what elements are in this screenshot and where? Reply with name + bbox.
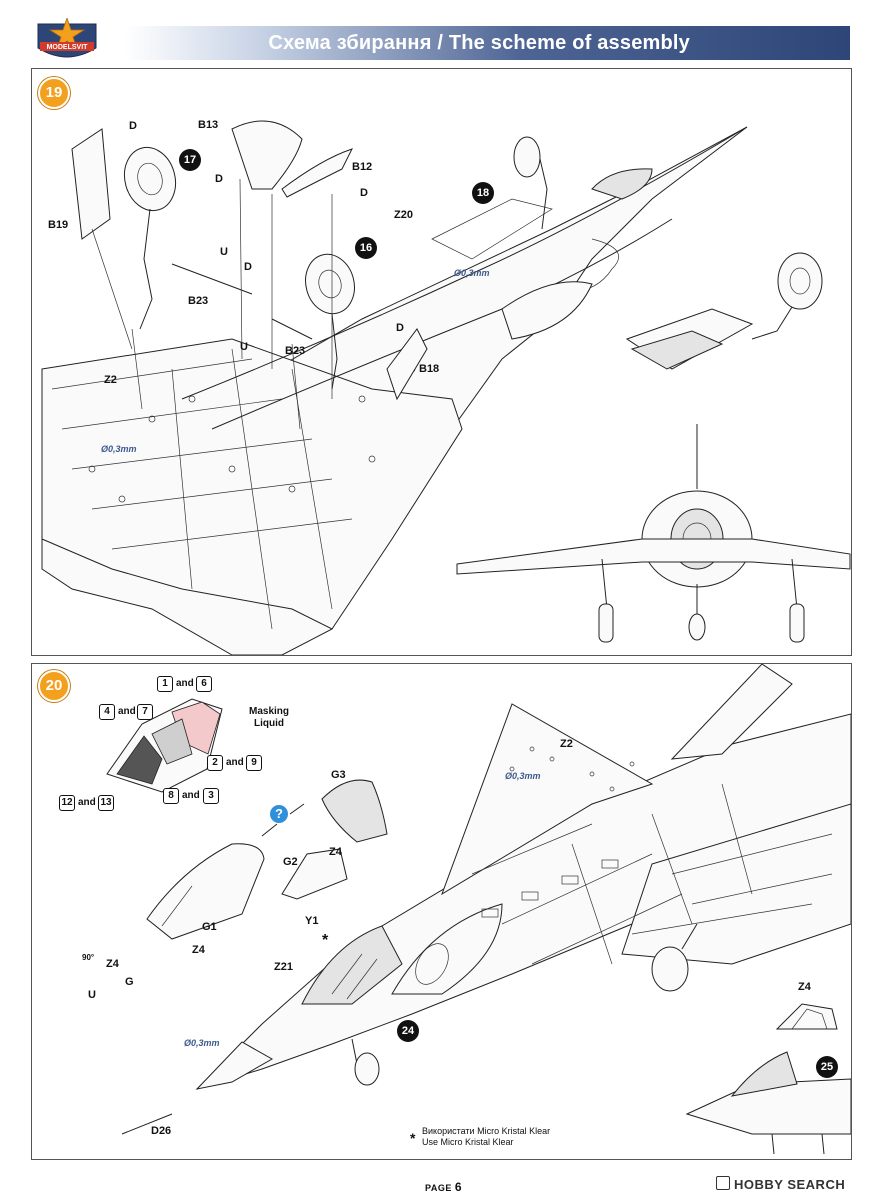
ref-step-24: 24: [397, 1020, 419, 1042]
title-bar: Схема збирання / The scheme of assembly: [125, 26, 850, 60]
question-icon: ?: [270, 805, 288, 823]
paint-code: 6: [196, 676, 212, 692]
watermark-text: HOBBY SEARCH: [734, 1177, 846, 1192]
label-u-2: U: [240, 341, 248, 353]
ref-step-17: 17: [179, 149, 201, 171]
masking-liquid-label: Masking Liquid: [249, 706, 289, 730]
label-z4: Z4: [106, 958, 119, 970]
label-z2: Z2: [104, 374, 117, 386]
label-g: G: [125, 976, 134, 988]
dimension-label: Ø0,3mm: [101, 444, 137, 454]
label-z2: Z2: [560, 738, 573, 750]
and-text: and: [78, 797, 96, 808]
note-star: *: [410, 1130, 416, 1146]
label-b23-b: B23: [285, 345, 306, 357]
label-b13: B13: [198, 119, 219, 131]
label-b12: B12: [352, 161, 373, 173]
paint-code: 12: [59, 795, 75, 811]
dimension-label: Ø0,3mm: [505, 771, 541, 781]
and-text: and: [226, 757, 244, 768]
label-d-1: D: [129, 120, 137, 132]
note-line-en: Use Micro Kristal Klear: [422, 1137, 514, 1147]
label-u: U: [88, 989, 96, 1001]
dimension-label: Ø0,3mm: [454, 268, 490, 278]
label-g1: G1: [202, 921, 217, 933]
paint-code: 1: [157, 676, 173, 692]
label-u-1: U: [220, 246, 228, 258]
page-number-value: 6: [454, 1180, 463, 1194]
hobby-search-icon: [716, 1176, 730, 1190]
label-d-4: D: [244, 261, 252, 273]
label-z21: Z21: [274, 961, 293, 973]
label-g2: G2: [283, 856, 298, 868]
label-b18: B18: [419, 363, 440, 375]
step-20-panel: 20: [31, 663, 852, 1160]
page-title: Схема збирання / The scheme of assembly: [268, 32, 690, 54]
label-d-2: D: [215, 173, 223, 185]
label-d-5: D: [396, 322, 404, 334]
label-b19: B19: [48, 219, 69, 231]
label-z20: Z20: [394, 209, 413, 221]
paint-code: 7: [137, 704, 153, 720]
paint-code: 13: [98, 795, 114, 811]
ref-step-16: 16: [355, 237, 377, 259]
step-number-badge: 19: [38, 77, 70, 109]
hobby-search-watermark: HOBBY SEARCH: [716, 1176, 845, 1192]
label-z4: Z4: [798, 981, 811, 993]
masking-line-2: Liquid: [254, 718, 284, 729]
label-d26: D26: [151, 1125, 172, 1137]
paint-code: 2: [207, 755, 223, 771]
ref-step-25: 25: [816, 1056, 838, 1078]
label-g3: G3: [331, 769, 346, 781]
modelsvit-logo: MODELSVIT: [37, 18, 97, 58]
and-text: and: [176, 678, 194, 689]
label-d-3: D: [360, 187, 368, 199]
step-number-badge: 20: [38, 670, 70, 702]
and-text: and: [118, 706, 136, 717]
label-z4: Z4: [192, 944, 205, 956]
step-19-panel: 19: [31, 68, 852, 656]
paint-code: 8: [163, 788, 179, 804]
page-label-text: PAGE: [425, 1183, 452, 1193]
angle-label: 90°: [82, 953, 95, 962]
svg-text:MODELSVIT: MODELSVIT: [47, 44, 89, 51]
label-y1: Y1: [305, 915, 319, 927]
page-number: PAGE 6: [425, 1180, 462, 1194]
label-z4: Z4: [329, 846, 342, 858]
label-b23-a: B23: [188, 295, 209, 307]
page-header: MODELSVIT Схема збирання / The scheme of…: [30, 18, 850, 68]
ref-step-18: 18: [472, 182, 494, 204]
and-text: and: [182, 790, 200, 801]
masking-line-1: Masking: [249, 706, 290, 717]
paint-code: 3: [203, 788, 219, 804]
note-line-ua: Використати Micro Kristal Klear: [422, 1126, 551, 1136]
step-19-drawing: [41, 120, 851, 655]
star-marker: *: [322, 932, 329, 949]
paint-code: 9: [246, 755, 262, 771]
paint-code: 4: [99, 704, 115, 720]
step-20-drawing: [106, 664, 851, 1155]
dimension-label: Ø0,3mm: [184, 1038, 220, 1048]
kristal-klear-note: Використати Micro Kristal Klear Use Micr…: [422, 1126, 550, 1148]
